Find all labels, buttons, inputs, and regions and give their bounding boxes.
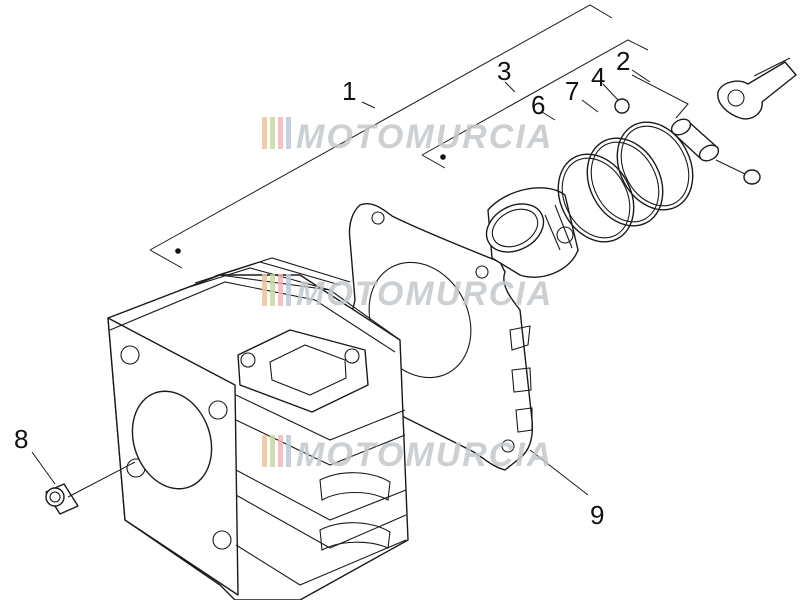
callout-leaders [31, 69, 746, 498]
watermark-stripe [286, 435, 291, 467]
centering-dowel [45, 483, 79, 515]
piston-pin [670, 118, 720, 162]
bracket-group-2 [631, 74, 689, 119]
piston-rings [557, 121, 694, 243]
callout-labels: 1 2 3 4 6 7 8 9 [14, 46, 630, 530]
callout-3: 3 [497, 56, 511, 86]
watermark-stripe [270, 435, 275, 467]
watermark-stripe [278, 274, 283, 306]
watermark-stripe [278, 435, 283, 467]
watermark-stripe [262, 435, 267, 467]
watermark-stripe [286, 274, 291, 306]
piston [485, 187, 579, 278]
watermark-top: MOTOMURCIA [262, 117, 553, 156]
circlip [614, 98, 761, 185]
cylinder-block [107, 257, 409, 600]
bracket-group-3 [421, 39, 649, 156]
watermark-text: MOTOMURCIA [296, 118, 553, 156]
watermark-stripe [270, 274, 275, 306]
callout-8: 8 [14, 424, 28, 454]
callout-4: 4 [591, 62, 605, 92]
watermark-middle: MOTOMURCIA [262, 274, 553, 313]
bracket-dot-3 [440, 154, 446, 160]
bracket-group-1 [149, 4, 613, 251]
watermark-bottom: MOTOMURCIA [262, 435, 553, 474]
callout-1: 1 [342, 76, 356, 106]
bracket-lines [149, 4, 689, 269]
watermark-text: MOTOMURCIA [296, 275, 553, 313]
connecting-rod [717, 57, 797, 120]
callout-9: 9 [590, 500, 604, 530]
watermark-stripe [286, 117, 291, 149]
callout-2: 2 [616, 46, 630, 76]
watermark-stripe [270, 117, 275, 149]
callout-7: 7 [565, 76, 579, 106]
watermark-stripe [278, 117, 283, 149]
watermark-stripe [262, 274, 267, 306]
callout-6: 6 [531, 90, 545, 120]
watermark-stripe [262, 117, 267, 149]
watermark-text: MOTOMURCIA [296, 436, 553, 474]
bracket-dot-1 [175, 248, 181, 254]
